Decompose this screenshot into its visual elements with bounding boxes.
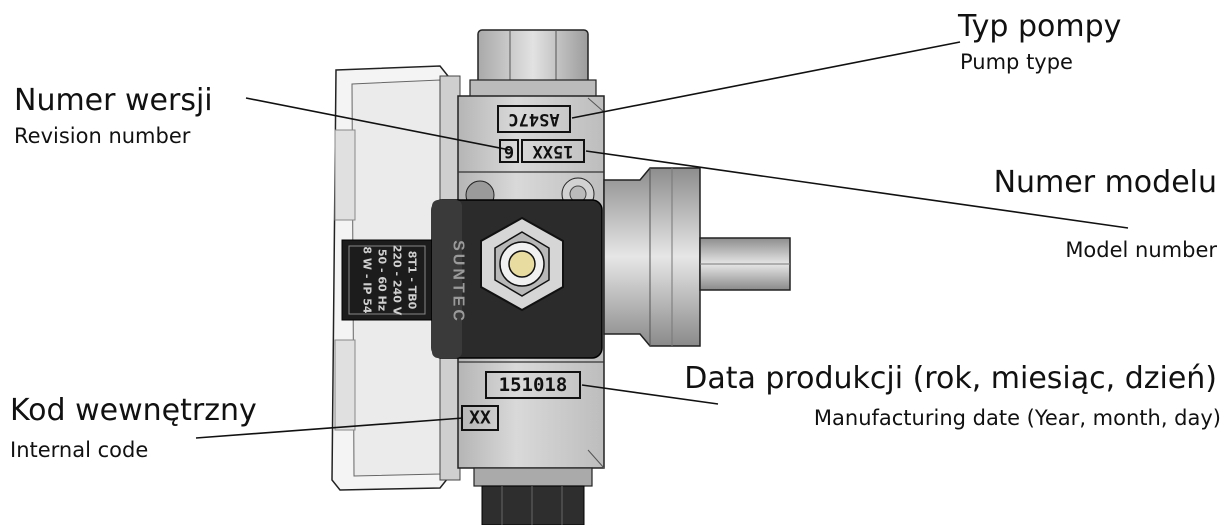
date-label-en: Manufacturing date (Year, month, day) <box>813 406 1221 430</box>
model-label-pl: Numer modelu <box>993 165 1217 200</box>
coil-text-line-2: 220 - 240 V <box>391 245 404 316</box>
date-code-text: 151018 <box>499 374 568 396</box>
date-code-stamp: 151018 <box>485 371 581 399</box>
type-code-text: AS47C <box>508 109 559 129</box>
bottom-fitting <box>473 467 593 525</box>
solenoid-valve <box>431 199 603 359</box>
type-code-stamp: AS47C <box>497 105 571 133</box>
mounting-flange <box>331 65 461 491</box>
model-code-text: 15XX <box>532 141 574 161</box>
model-leader-line <box>585 150 1129 229</box>
pump-type-label-en: Pump type <box>960 50 1073 74</box>
coil-text-line-4: 8 W - IP 54 <box>361 246 374 313</box>
internal-leader-line <box>195 417 464 439</box>
date-leader-line <box>581 384 719 405</box>
coil-text-line-1: 8T1 - TB0 <box>406 251 419 310</box>
model-label-en: Model number <box>1065 238 1217 262</box>
date-label-pl: Data produkcji (rok, miesiąc, dzień) <box>684 361 1217 396</box>
revision-leader-line <box>245 97 511 151</box>
drive-shaft <box>603 167 791 347</box>
internal-label-en: Internal code <box>10 438 149 462</box>
internal-code-text: XX <box>469 408 491 429</box>
revision-label-en: Revision number <box>14 124 191 148</box>
top-fitting <box>469 29 597 99</box>
revision-code-text: 6 <box>504 141 514 161</box>
pump-type-label-pl: Typ pompy <box>958 9 1122 44</box>
pump-type-leader-line <box>571 41 961 119</box>
brand-text: SUNTEC <box>450 240 467 324</box>
revision-label-pl: Numer wersji <box>14 83 213 118</box>
coil-text-line-3: 50 - 60 Hz <box>376 249 389 311</box>
internal-label-pl: Kod wewnętrzny <box>10 393 257 428</box>
model-code-stamp: 6 15XX <box>499 139 585 163</box>
